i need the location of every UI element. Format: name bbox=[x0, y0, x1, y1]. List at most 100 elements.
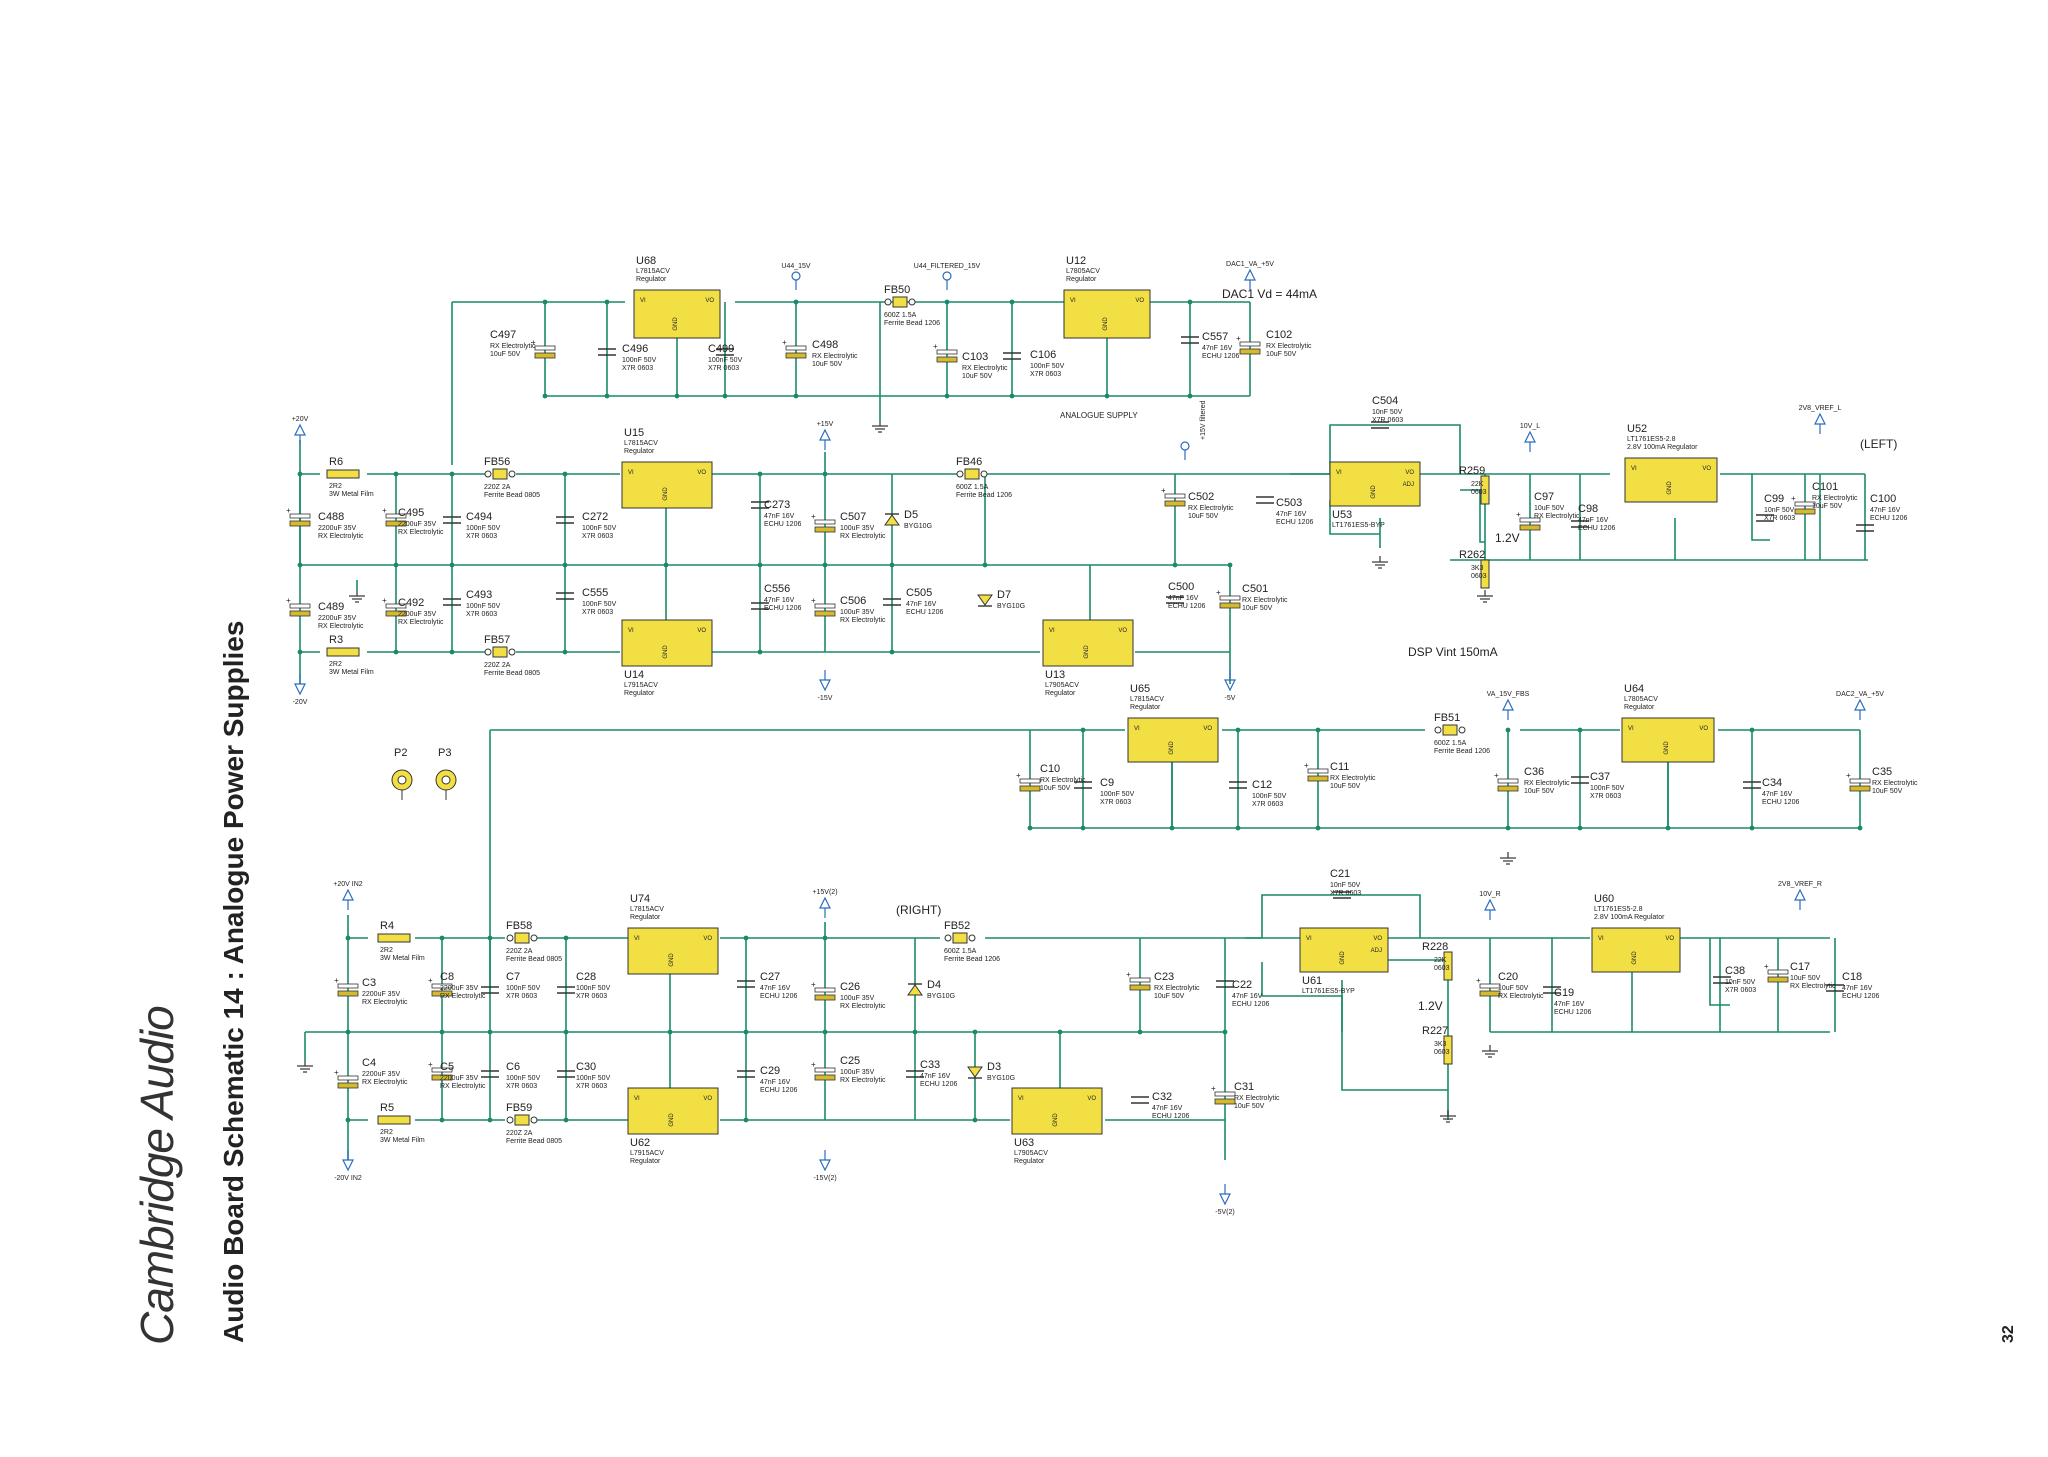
pin-label: VO bbox=[697, 470, 706, 476]
net-label: -15V bbox=[818, 695, 833, 702]
part-ref: C99 bbox=[1764, 493, 1784, 505]
part-value: 10uF 50V bbox=[962, 373, 993, 380]
capacitor-c496 bbox=[598, 348, 616, 356]
junction-dot bbox=[345, 1117, 351, 1123]
part-ref: C503 bbox=[1276, 497, 1302, 509]
junction-dot bbox=[822, 562, 828, 568]
capacitor-c501: + bbox=[1216, 588, 1241, 609]
junction-dot bbox=[297, 649, 303, 655]
junction-dot bbox=[757, 471, 763, 477]
part-ref: C18 bbox=[1842, 971, 1862, 983]
net-label: -15V(2) bbox=[813, 1175, 836, 1182]
part-value: 10nF 50V bbox=[1330, 882, 1361, 889]
capacitor-c499 bbox=[716, 348, 734, 356]
net-label: DAC2_VA_+5V bbox=[1836, 691, 1884, 698]
ic-type: Regulator bbox=[624, 690, 655, 697]
wire bbox=[1329, 500, 1380, 535]
plus-sign: + bbox=[811, 512, 816, 521]
plus-sign: + bbox=[428, 1060, 433, 1069]
part-value: RX Electrolytic bbox=[1266, 343, 1312, 350]
part-value: 100nF 50V bbox=[708, 357, 743, 364]
capacitor-c4: + bbox=[334, 1068, 359, 1089]
part-ref: R4 bbox=[380, 920, 394, 932]
part-value: 600Z 1.5A bbox=[944, 948, 977, 955]
junction-dot bbox=[563, 935, 569, 941]
part-ref: C6 bbox=[506, 1061, 520, 1073]
ic-type: Regulator bbox=[630, 1158, 661, 1165]
test-point-icon bbox=[1180, 441, 1190, 460]
capacitor-c557 bbox=[1181, 336, 1199, 344]
pin-label: GND bbox=[673, 317, 679, 331]
part-value: 47nF 16V bbox=[764, 597, 795, 604]
junction-dot bbox=[793, 393, 799, 399]
ic-ref: U52 bbox=[1627, 423, 1647, 435]
part-value: 0603 bbox=[1471, 573, 1487, 580]
junction-dot bbox=[1009, 299, 1015, 305]
part-ref: D3 bbox=[987, 1061, 1001, 1073]
ic-ref: U13 bbox=[1045, 669, 1065, 681]
pin-label: VO bbox=[1203, 726, 1212, 732]
part-value: RX Electrolytic bbox=[840, 533, 886, 540]
pin-label: VO bbox=[697, 628, 706, 634]
capacitor-c20: + bbox=[1476, 976, 1501, 997]
capacitor-c498: + bbox=[782, 338, 807, 359]
part-ref: C33 bbox=[920, 1059, 940, 1071]
part-ref: C29 bbox=[760, 1065, 780, 1077]
part-value: Ferrite Bead 1206 bbox=[956, 492, 1012, 499]
ic-ref: U62 bbox=[630, 1137, 650, 1149]
net-label: VA_15V_FBS bbox=[1487, 691, 1530, 698]
part-value: ECHU 1206 bbox=[1554, 1009, 1591, 1016]
part-value: ECHU 1206 bbox=[1202, 353, 1239, 360]
plus-sign: + bbox=[1016, 771, 1021, 780]
part-value: 10nF 50V bbox=[1764, 507, 1795, 514]
part-value: 100uF 35V bbox=[840, 525, 875, 532]
part-ref: C36 bbox=[1524, 766, 1544, 778]
part-value: 100nF 50V bbox=[506, 985, 541, 992]
part-ref: C31 bbox=[1234, 1081, 1254, 1093]
part-ref: R227 bbox=[1422, 1025, 1448, 1037]
capacitor-c33 bbox=[906, 1070, 924, 1078]
part-ref: R6 bbox=[329, 456, 343, 468]
junction-dot bbox=[487, 1117, 493, 1123]
part-ref: R3 bbox=[329, 634, 343, 646]
ic-part: L7915ACV bbox=[624, 682, 658, 689]
power-port-up-icon bbox=[1524, 430, 1536, 452]
part-ref: FB57 bbox=[484, 634, 510, 646]
ic-type: Regulator bbox=[1014, 1158, 1045, 1165]
part-value: RX Electrolytic bbox=[1040, 777, 1086, 784]
pin-label: GND bbox=[1371, 485, 1377, 499]
part-value: 10uF 50V bbox=[1812, 503, 1843, 510]
part-ref: C557 bbox=[1202, 331, 1228, 343]
ic-part: LT1761ES5-2.8 bbox=[1627, 436, 1676, 443]
ic-type: Regulator bbox=[1624, 704, 1655, 711]
annotation-right: (RIGHT) bbox=[896, 903, 941, 917]
junction-dot bbox=[487, 1029, 493, 1035]
part-value: ECHU 1206 bbox=[1276, 519, 1313, 526]
part-ref: FB52 bbox=[944, 920, 970, 932]
part-value: 100uF 35V bbox=[840, 1069, 875, 1076]
part-ref: C5 bbox=[440, 1061, 454, 1073]
test-point-icon bbox=[791, 271, 801, 290]
part-value: 2200uF 35V bbox=[362, 991, 400, 998]
part-value: RX Electrolytic bbox=[812, 353, 858, 360]
part-value: 100nF 50V bbox=[576, 1075, 611, 1082]
pin-label: VO bbox=[1665, 936, 1674, 942]
part-value: 10uF 50V bbox=[1534, 505, 1565, 512]
net-label: +20V IN2 bbox=[333, 881, 362, 888]
pin-label: GND bbox=[1664, 741, 1670, 755]
plus-sign: + bbox=[1494, 771, 1499, 780]
junction-dot bbox=[297, 562, 303, 568]
part-value: X7R 0603 bbox=[582, 609, 613, 616]
ground-symbol bbox=[1477, 590, 1493, 603]
junction-dot bbox=[663, 562, 669, 568]
ic-part: L7805ACV bbox=[1624, 696, 1658, 703]
junction-dot bbox=[563, 1117, 569, 1123]
part-value: 220Z 2A bbox=[484, 484, 511, 491]
part-value: 100nF 50V bbox=[576, 985, 611, 992]
part-value: 100nF 50V bbox=[506, 1075, 541, 1082]
part-value: 2R2 bbox=[380, 947, 393, 954]
part-value: ECHU 1206 bbox=[1762, 799, 1799, 806]
capacitor-c29 bbox=[737, 1070, 755, 1078]
